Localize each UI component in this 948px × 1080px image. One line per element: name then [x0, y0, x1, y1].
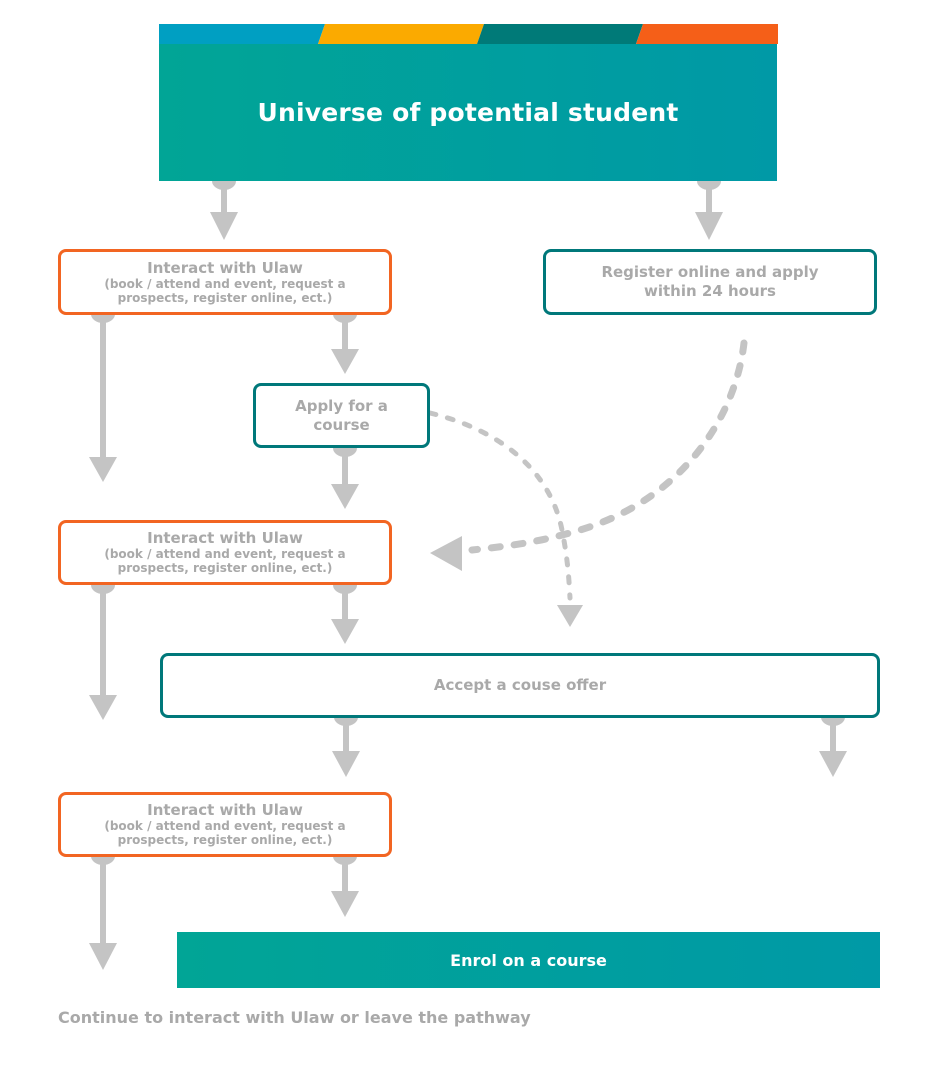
interact-2-detail-line1: (book / attend and event, request a	[104, 547, 346, 561]
interact-1-detail-line2: prospects, register online, ect.)	[117, 290, 333, 305]
dashed-connector-apply-to-accept	[427, 410, 573, 601]
header-universe-box: Universe of potential student	[159, 44, 777, 181]
stripe-yellow	[318, 24, 484, 44]
register-online-box: Register online and apply within 24 hour…	[543, 249, 877, 315]
interact-3-detail-line1: (book / attend and event, request a	[104, 819, 346, 833]
accept-course-offer-box: Accept a couse offer	[160, 653, 880, 718]
connector-interact-1-to-exit	[89, 314, 117, 482]
dashed-arrowhead-to-interact-2	[430, 536, 462, 571]
interact-1-title: Interact with Ulaw	[147, 258, 303, 277]
apply-for-course-box: Apply for a course	[253, 383, 430, 448]
enrol-on-course-box: Enrol on a course	[177, 932, 880, 988]
connector-header-to-interact-1	[210, 181, 238, 240]
interact-3-detail-line2: prospects, register online, ect.)	[117, 833, 333, 847]
interact-with-ulaw-box-1: Interact with Ulaw (book / attend and ev…	[58, 249, 392, 315]
accept-offer-label: Accept a couse offer	[433, 676, 607, 694]
header-title: Universe of potential student	[257, 98, 679, 127]
connector-accept-to-interact-3	[332, 717, 360, 777]
connector-interact-2-to-accept	[331, 585, 359, 644]
interact-2-detail-line2: prospects, register online, ect.)	[117, 561, 333, 575]
stripe-orange	[636, 24, 778, 44]
connector-apply-to-interact-2	[331, 448, 359, 509]
enrol-label: Enrol on a course	[450, 950, 607, 970]
interact-with-ulaw-box-2: Interact with Ulaw (book / attend and ev…	[58, 520, 392, 585]
interact-3-title: Interact with Ulaw	[147, 801, 303, 819]
brand-stripe-svg	[159, 24, 778, 44]
footer-note: Continue to interact with Ulaw or leave …	[58, 1008, 531, 1027]
connector-interact-2-to-exit	[89, 585, 117, 720]
interact-1-detail-line1: (book / attend and event, request a	[104, 276, 346, 291]
apply-course-line1: Apply for a	[295, 396, 388, 415]
connector-header-to-register	[695, 181, 723, 240]
interact-2-title: Interact with Ulaw	[147, 529, 303, 547]
stripe-dark-teal	[477, 24, 643, 44]
connector-interact-1-to-apply	[331, 314, 359, 374]
stripe-blue	[159, 24, 325, 44]
connector-interact-3-to-exit	[89, 856, 117, 970]
interact-with-ulaw-box-3: Interact with Ulaw (book / attend and ev…	[58, 792, 392, 857]
connector-interact-3-to-enrol	[331, 856, 359, 917]
apply-course-line2: course	[313, 415, 370, 434]
register-online-line2: within 24 hours	[644, 282, 776, 300]
dashed-arrowhead-to-accept	[557, 605, 583, 627]
dashed-connector-register-to-interact-2	[468, 339, 748, 554]
register-online-line1: Register online and apply	[601, 263, 819, 281]
connector-accept-to-exit	[819, 717, 847, 777]
